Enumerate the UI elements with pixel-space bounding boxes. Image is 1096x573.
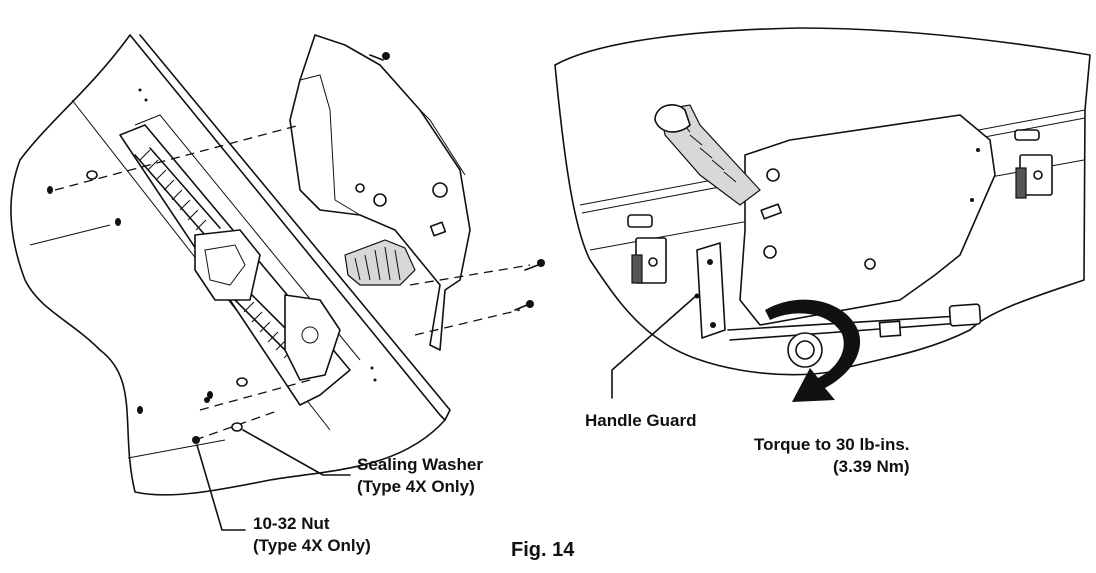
right-assembled-view <box>554 27 1091 402</box>
sealing-washer-leader <box>242 429 351 476</box>
torque-arrow <box>765 299 861 402</box>
handle-guard <box>696 242 726 339</box>
nut-leader <box>196 444 246 531</box>
torque-label: Torque to 30 lb-ins. (3.39 Nm) <box>741 434 910 478</box>
handle-guard-leader <box>611 294 698 399</box>
nut-label: 10-32 Nut (Type 4X Only) <box>253 513 371 557</box>
panel-holes <box>47 88 377 444</box>
nut-line1: 10-32 Nut <box>253 514 330 533</box>
torque-line1: Torque to 30 lb-ins. <box>754 435 910 454</box>
nut-line2: (Type 4X Only) <box>253 536 371 555</box>
handle-guard-label: Handle Guard <box>585 411 697 430</box>
enclosure-door <box>554 27 1091 376</box>
left-exploded-view <box>10 34 545 531</box>
right-latch <box>1014 129 1053 199</box>
handle-assembly <box>289 34 471 351</box>
sealing-washer-label: Sealing Washer (Type 4X Only) <box>357 454 483 498</box>
sealing-washer-line1: Sealing Washer <box>357 455 483 474</box>
figure-caption: Fig. 14 <box>511 539 575 561</box>
left-latch <box>627 214 667 284</box>
enclosure-panel <box>10 34 446 496</box>
sealing-washer-line2: (Type 4X Only) <box>357 477 475 496</box>
latch-mechanism <box>194 229 261 301</box>
right-handle-grip <box>654 104 761 206</box>
explode-line <box>54 124 301 191</box>
torque-line2: (3.39 Nm) <box>833 457 910 476</box>
handle-grip <box>344 239 416 286</box>
panel-flange <box>139 34 451 421</box>
handle-plate <box>739 114 996 326</box>
screws <box>369 52 545 311</box>
